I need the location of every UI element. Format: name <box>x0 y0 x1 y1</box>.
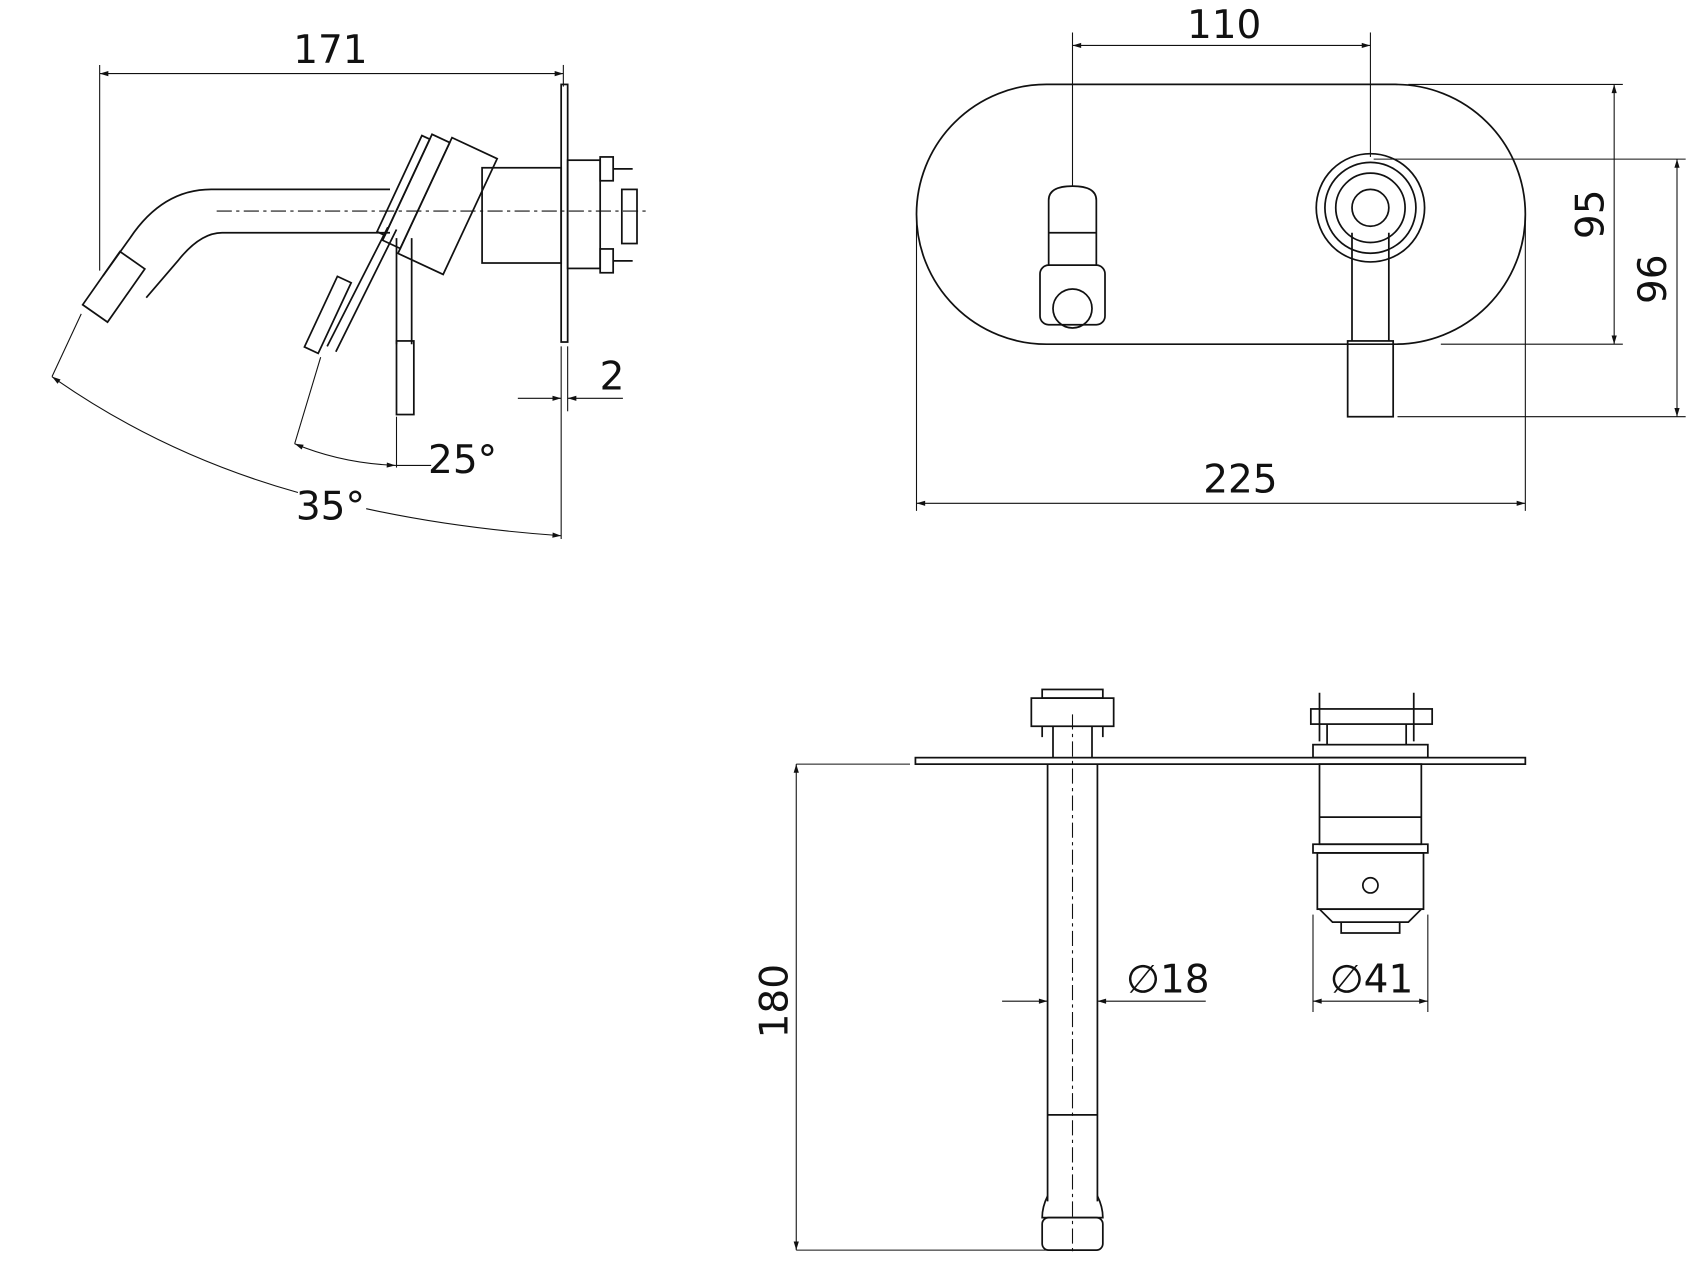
dim-plate-thickness: 2 <box>600 355 625 400</box>
aerator <box>81 250 147 324</box>
handle-flange <box>1309 708 1434 725</box>
handle-rosette <box>1315 152 1426 263</box>
handle-drum <box>375 133 499 276</box>
wall-plate <box>560 83 569 343</box>
aerator-front <box>1039 264 1106 326</box>
dim-plate-width: 225 <box>1203 457 1277 502</box>
dim-overall-height: 96 <box>1631 254 1676 304</box>
wall-plate-top <box>914 756 1527 766</box>
spout <box>102 188 390 299</box>
dim-handle-diameter: ∅41 <box>1330 958 1414 1003</box>
dim-depth: 180 <box>753 964 798 1038</box>
body-cylinder <box>481 166 563 264</box>
dim-spout-diameter: ∅18 <box>1126 958 1210 1003</box>
lever-end <box>395 340 415 416</box>
dim-lever-angle: 25° <box>428 438 497 483</box>
dim-spout-angle: 35° <box>296 485 365 530</box>
dim-centers: 110 <box>1187 3 1261 48</box>
spout-outlet <box>1047 185 1098 266</box>
lever-front <box>1346 340 1395 418</box>
lever-tilted <box>326 226 398 353</box>
side-view: 171 25° 35° <box>51 28 650 540</box>
top-view: 180 ∅18 ∅41 <box>753 688 1527 1256</box>
handle-body <box>1318 763 1423 846</box>
dim-projection: 171 <box>293 28 367 73</box>
front-view: 110 225 95 96 <box>915 3 1686 511</box>
wall-plate-front <box>915 83 1527 346</box>
dim-plate-height: 95 <box>1568 190 1613 240</box>
